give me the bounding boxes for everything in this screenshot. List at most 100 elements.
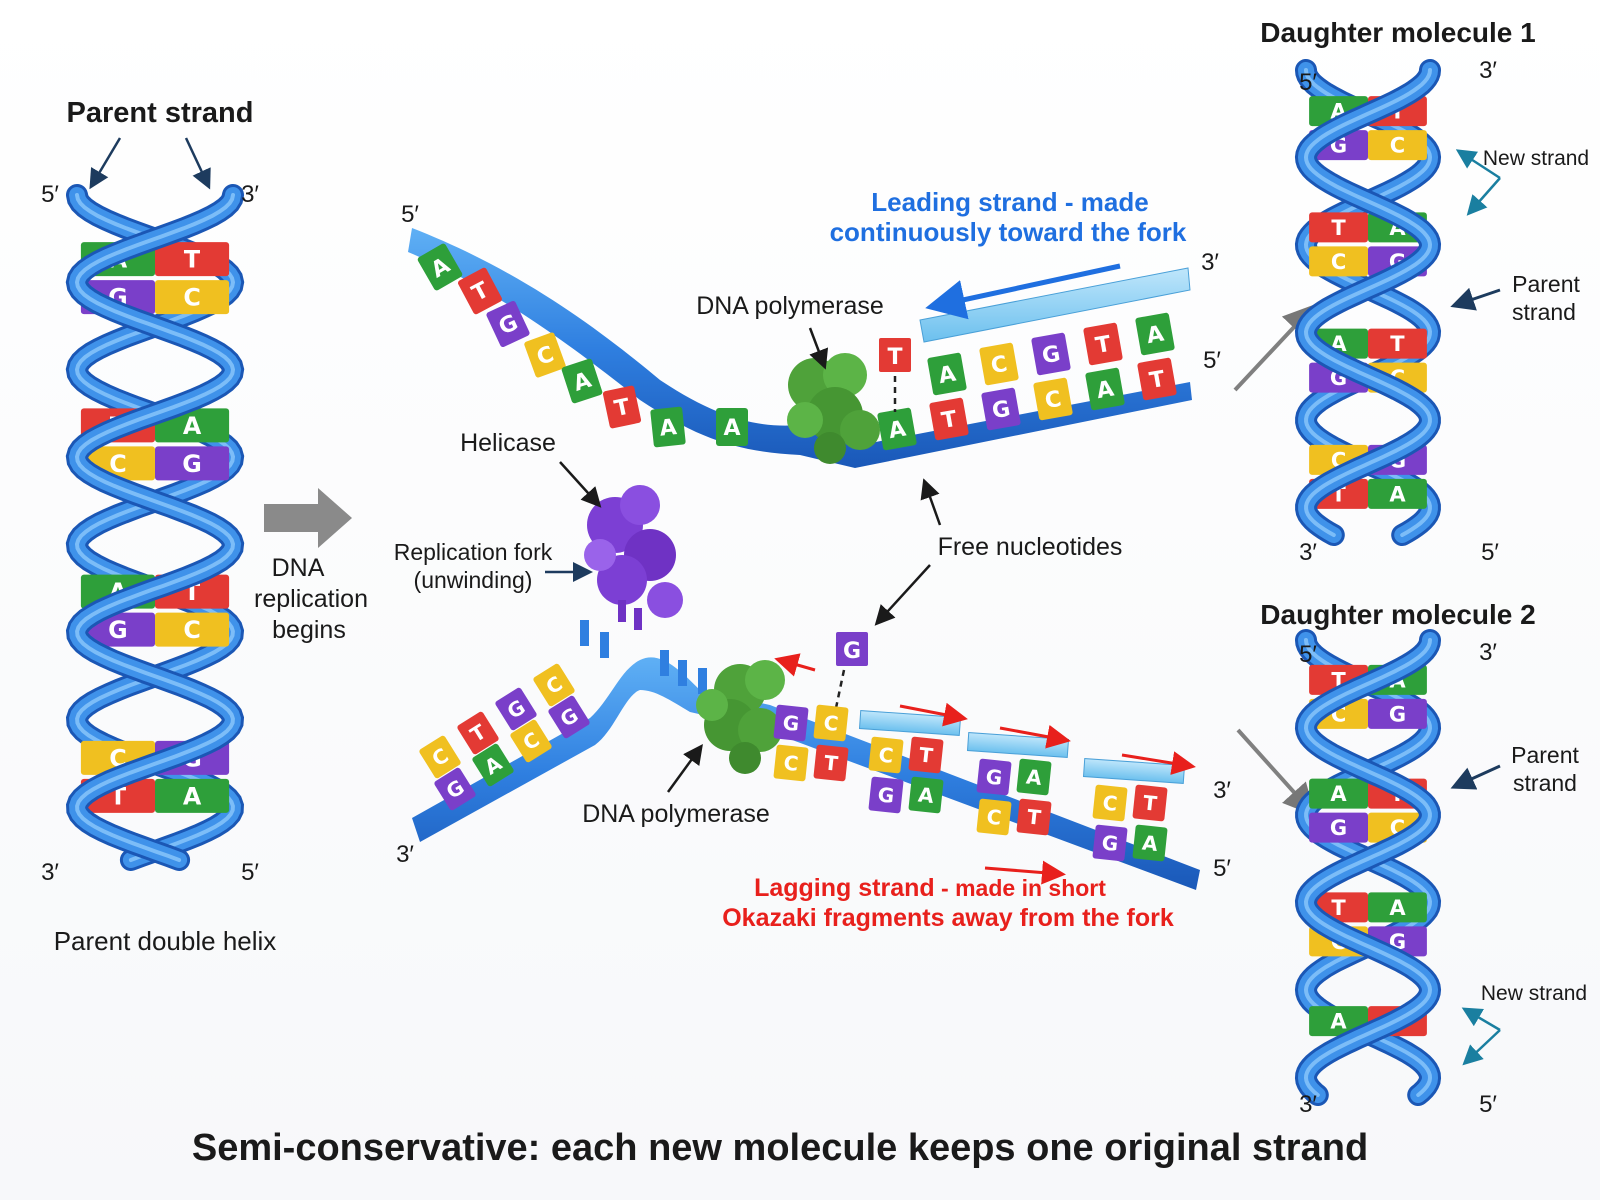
fork-top-template-base-1: T bbox=[929, 397, 969, 441]
free-nucleotides-label: Free nucleotides bbox=[938, 533, 1123, 561]
d2-new-strand-pointer-1 bbox=[1461, 1007, 1501, 1032]
fork-top-end-5-right: 5′ bbox=[1203, 347, 1221, 374]
okazaki-0-top-base-1: C bbox=[813, 704, 849, 742]
okazaki-1-bottom-base-1: A bbox=[908, 776, 944, 814]
dna-polymerase-bottom-pointer bbox=[666, 743, 703, 793]
replication-begins-line1: DNA bbox=[272, 554, 325, 582]
lagging-direction-arrow-3 bbox=[1121, 751, 1196, 775]
dna-polymerase-bottom-label: DNA polymerase bbox=[582, 800, 770, 828]
svg-text:A: A bbox=[1095, 377, 1116, 405]
unwound-base-stub-2 bbox=[660, 650, 669, 676]
to-daughter-2-arrow bbox=[1236, 728, 1316, 816]
svg-text:G: G bbox=[182, 450, 202, 478]
okazaki-3-bottom-base-1: A bbox=[1132, 824, 1168, 862]
fork-top-unpaired-base-5: T bbox=[602, 385, 642, 429]
fork-bottom-left-upper-base-0: C bbox=[419, 735, 461, 779]
parent-end-5-top: 5′ bbox=[41, 181, 59, 208]
svg-text:G: G bbox=[1040, 342, 1062, 370]
leading-strand-direction-arrow bbox=[925, 263, 1121, 320]
helicase-label: Helicase bbox=[460, 429, 556, 457]
incoming-nucleotide-bottom: G bbox=[834, 632, 868, 709]
svg-text:C: C bbox=[782, 750, 799, 775]
d2-strand-a-highlight bbox=[1303, 638, 1433, 1097]
svg-text:C: C bbox=[822, 710, 839, 735]
parent-base-0-right: T bbox=[155, 242, 230, 277]
dna-polymerase-top-enzyme bbox=[787, 353, 880, 464]
svg-text:A: A bbox=[917, 782, 935, 808]
svg-text:C: C bbox=[1101, 790, 1118, 815]
svg-text:A: A bbox=[1389, 896, 1406, 920]
fork-bottom-left-lower-base-1: A bbox=[472, 743, 514, 787]
daughter-2-title: Daughter molecule 2 bbox=[1260, 599, 1535, 630]
okazaki-0-bottom-base-0: C bbox=[773, 744, 809, 782]
replication-begins-line2: replication bbox=[254, 585, 368, 613]
parent-strand-a-highlight bbox=[74, 193, 236, 862]
free-nucleotides-pointer-top bbox=[920, 478, 942, 526]
dna-polymerase-bottom-enzyme bbox=[696, 660, 785, 774]
parent-strand-arrow-left bbox=[89, 137, 122, 190]
dna-polymerase-top-label: DNA polymerase bbox=[696, 292, 884, 320]
svg-text:A: A bbox=[723, 416, 740, 441]
fork-bottom-left-lower-base-2: C bbox=[510, 719, 552, 763]
d2-new-strand-pointer-2 bbox=[1462, 1029, 1501, 1066]
svg-text:C: C bbox=[534, 342, 558, 371]
svg-text:T: T bbox=[1142, 791, 1158, 816]
parent-end-3-top: 3′ bbox=[241, 181, 259, 208]
svg-text:T: T bbox=[1094, 332, 1113, 359]
okazaki-1-top-base-1: T bbox=[908, 736, 944, 774]
lagging-direction-arrow-2 bbox=[999, 724, 1071, 749]
okazaki-0-bottom-base-1: T bbox=[813, 744, 849, 782]
d1-end-3-bottom: 3′ bbox=[1299, 539, 1317, 566]
svg-text:T: T bbox=[1390, 332, 1405, 356]
svg-text:A: A bbox=[1025, 764, 1043, 790]
fork-bottom-end-3-right: 3′ bbox=[1213, 777, 1231, 804]
d2-end-5-bottom: 5′ bbox=[1479, 1091, 1497, 1118]
fork-top-unpaired-base-7: A bbox=[716, 408, 748, 446]
daughter-1-title: Daughter molecule 1 bbox=[1260, 17, 1535, 48]
fork-top-unpaired-base-6: A bbox=[650, 406, 686, 448]
fork-top-new-base-4: A bbox=[1135, 312, 1175, 356]
okazaki-1-bottom-base-0: G bbox=[868, 776, 904, 814]
okazaki-fragment-backbone-2 bbox=[966, 732, 1070, 758]
svg-text:C: C bbox=[985, 804, 1002, 829]
svg-text:A: A bbox=[570, 368, 594, 397]
svg-text:C: C bbox=[1390, 134, 1405, 158]
d1-base-4-right: T bbox=[1368, 328, 1427, 359]
unwound-base-stub-0 bbox=[580, 620, 589, 646]
d1-strand-a-highlight bbox=[1303, 68, 1433, 537]
okazaki-2-top-base-0: G bbox=[976, 758, 1012, 796]
unwound-base-stub-1 bbox=[600, 632, 609, 658]
d1-new-strand-pointer-2 bbox=[1466, 177, 1501, 216]
lagging-direction-arrow-0 bbox=[774, 653, 816, 677]
svg-text:C: C bbox=[877, 742, 894, 767]
d1-base-7-right: A bbox=[1368, 478, 1427, 509]
fork-top-new-base-0: A bbox=[927, 352, 967, 396]
d2-new-strand-label: New strand bbox=[1481, 982, 1587, 1005]
fork-top-unpaired-base-2: G bbox=[486, 301, 530, 347]
fork-top-unpaired-base-3: C bbox=[524, 332, 566, 378]
replication-begins-arrow bbox=[264, 488, 352, 548]
fork-top-template-base-4: A bbox=[1085, 367, 1125, 411]
svg-text:G: G bbox=[990, 397, 1012, 425]
okazaki-3-top-base-0: C bbox=[1092, 784, 1128, 822]
replication-fork-label-line2: (unwinding) bbox=[414, 567, 533, 593]
helicase-enzyme bbox=[584, 485, 683, 630]
d2-base-2-left: A bbox=[1309, 778, 1368, 809]
okazaki-1-top-base-0: C bbox=[868, 736, 904, 774]
parent-double-helix-caption: Parent double helix bbox=[54, 926, 277, 956]
svg-text:G: G bbox=[985, 764, 1004, 790]
svg-text:A: A bbox=[183, 782, 202, 810]
parent-end-3-bottom: 3′ bbox=[41, 859, 59, 886]
d1-end-5-top: 5′ bbox=[1299, 69, 1317, 96]
svg-text:A: A bbox=[887, 417, 908, 445]
d1-new-strand-label: New strand bbox=[1483, 147, 1589, 170]
okazaki-2-bottom-base-1: T bbox=[1016, 798, 1052, 836]
fork-bottom-left-upper-base-1: T bbox=[457, 711, 499, 755]
fork-top-template-base-2: G bbox=[981, 387, 1021, 431]
svg-text:G: G bbox=[1330, 816, 1347, 840]
svg-text:C: C bbox=[1331, 250, 1346, 274]
svg-text:G: G bbox=[108, 616, 128, 644]
